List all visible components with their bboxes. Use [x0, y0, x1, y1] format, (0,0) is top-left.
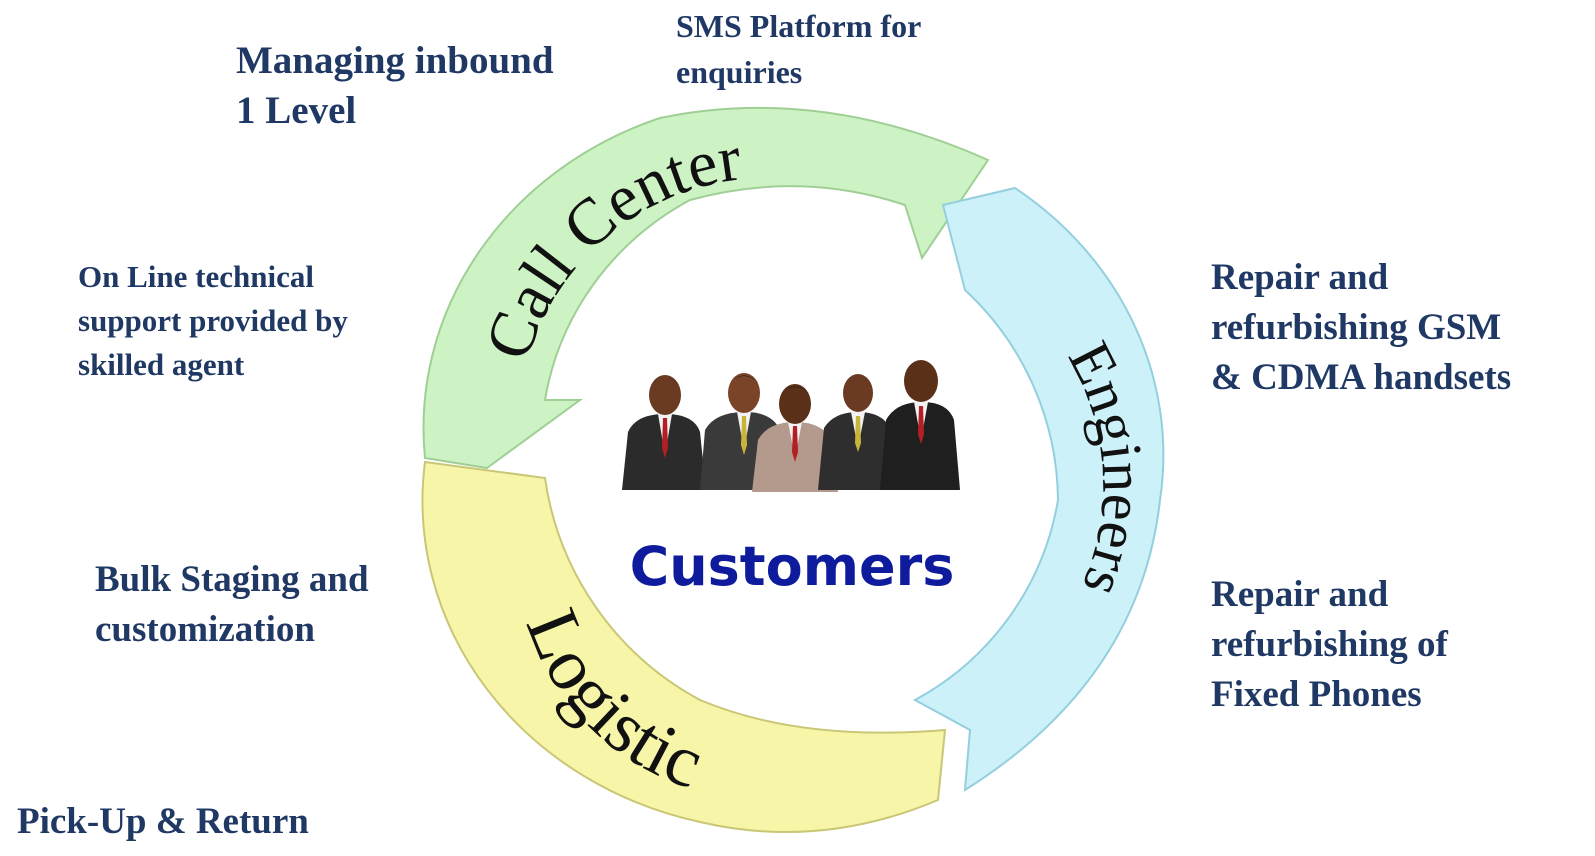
- note-online-support: On Line technical support provided by sk…: [78, 259, 348, 382]
- note-repair-gsm: Repair and refurbishing GSM & CDMA hands…: [1211, 257, 1512, 398]
- note-managing-inbound: Managing inbound 1 Level: [236, 39, 554, 132]
- note-repair-fixed: Repair and refurbishing of Fixed Phones: [1211, 574, 1448, 715]
- note-pickup-return: Pick-Up & Return: [17, 801, 309, 842]
- note-bulk-staging: Bulk Staging and customization: [95, 559, 369, 650]
- logistic-arrow: [421, 460, 947, 834]
- person-figure: [700, 373, 786, 490]
- person-figure: [752, 384, 838, 492]
- call-center-arrow: [422, 106, 990, 470]
- person-figure: [880, 360, 960, 490]
- engineers-arrow: [912, 186, 1165, 792]
- customers-group-illustration: [622, 360, 960, 492]
- person-figure: [818, 374, 896, 490]
- note-sms-platform: SMS Platform for enquiries: [676, 8, 922, 90]
- person-figure: [622, 375, 706, 490]
- center-title-customers: Customers: [630, 535, 955, 598]
